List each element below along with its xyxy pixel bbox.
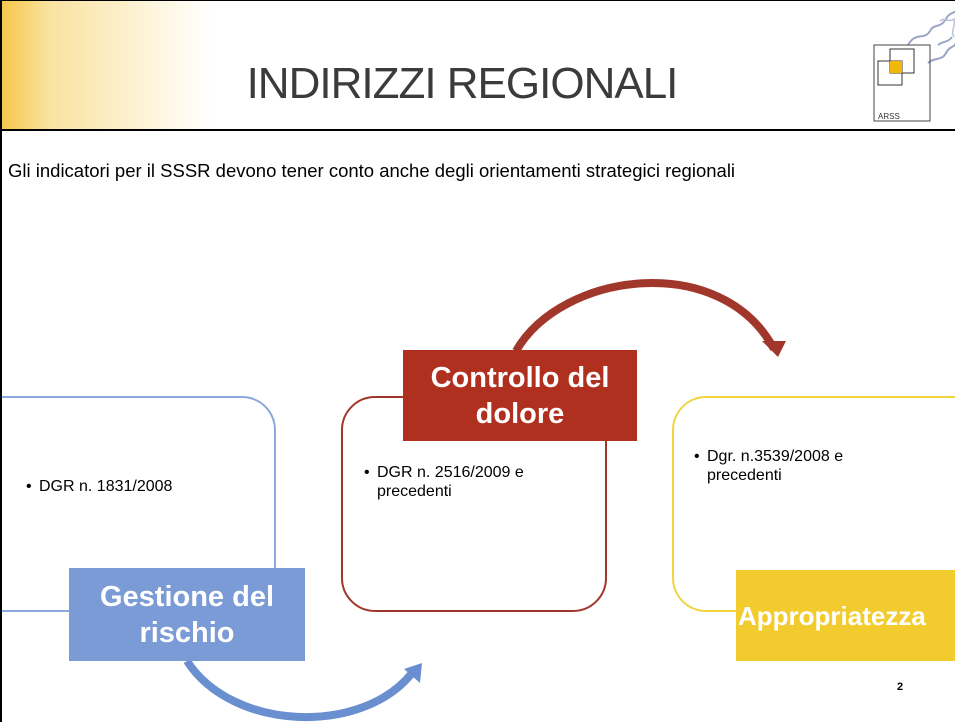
- arrow-head-blue: [404, 663, 422, 683]
- bullet-controllo-dolore: • DGR n. 2516/2009 e precedenti: [364, 463, 577, 501]
- arss-logo-icon: ARSS: [873, 10, 955, 122]
- bullet-text-line2: precedenti: [707, 467, 782, 484]
- arrow-head-red: [762, 341, 786, 357]
- title-band: [2, 1, 955, 129]
- label-appropriatezza: Appropriatezza: [736, 570, 955, 661]
- bullet-text-line1: Dgr. n.3539/2008 e: [707, 448, 844, 465]
- bullet-dot: •: [694, 448, 700, 465]
- page-number: 2: [897, 681, 904, 693]
- label-line1: Appropriatezza: [738, 600, 926, 631]
- bullet-gestione-rischio: • DGR n. 1831/2008: [26, 477, 173, 496]
- bullet-dot: •: [26, 478, 32, 495]
- intro-text: Gli indicatori per il SSSR devono tener …: [8, 160, 736, 181]
- bullet-text: DGR n. 1831/2008: [39, 478, 173, 495]
- label-line1: Gestione del: [99, 580, 275, 613]
- arrow-gestione-to-controllo: [183, 658, 416, 721]
- bullet-text-line2: precedenti: [377, 483, 452, 500]
- arrow-controllo-to-appropriatezza: [512, 279, 778, 353]
- bullet-text-line1: DGR n. 2516/2009 e: [377, 464, 524, 481]
- label-line2: rischio: [139, 616, 235, 649]
- slide-title: INDIRIZZI REGIONALI: [246, 59, 679, 108]
- label-line1: Controllo del: [430, 361, 610, 394]
- label-line2: dolore: [475, 397, 565, 430]
- bullet-dot: •: [364, 464, 370, 481]
- label-gestione-rischio: Gestione del rischio: [69, 568, 305, 661]
- logo-lettering: ARSS: [878, 112, 900, 121]
- bullet-appropriatezza: • Dgr. n.3539/2008 e precedenti: [694, 447, 927, 485]
- label-controllo-dolore: Controllo del dolore: [403, 350, 637, 441]
- title-divider: [2, 129, 955, 131]
